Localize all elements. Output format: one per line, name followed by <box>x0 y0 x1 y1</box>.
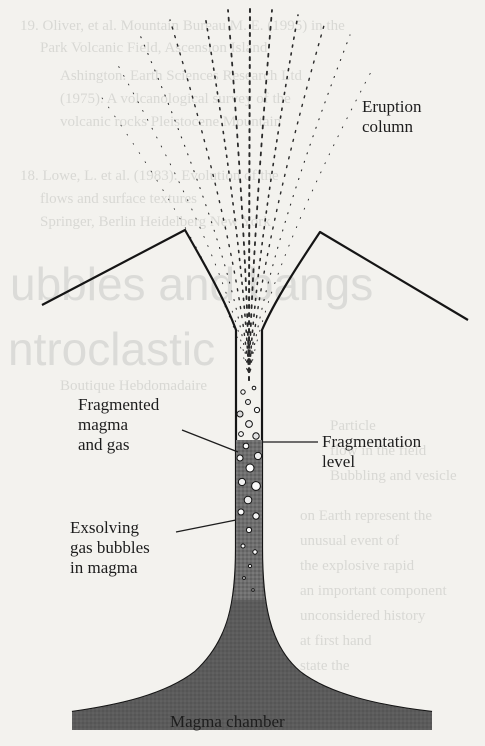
fragmented-label-line1: Fragmented <box>78 395 160 414</box>
fragmented-label-line3: and gas <box>78 435 129 454</box>
svg-text:flows and surface textures: flows and surface textures <box>40 191 197 207</box>
svg-text:ubbles and bangs: ubbles and bangs <box>10 258 373 310</box>
exsolving-label-line3: in magma <box>70 558 138 577</box>
fragmentation-label-line1: Fragmentation <box>322 432 422 451</box>
svg-text:Boutique Hebdomadaire: Boutique Hebdomadaire <box>60 378 207 394</box>
svg-text:on Earth represent the: on Earth represent the <box>300 508 432 524</box>
fragmented-magma-label: Fragmented magma and gas <box>78 395 163 454</box>
exsolving-label-line2: gas bubbles <box>70 538 150 557</box>
svg-text:Park Volcanic Field, Ascension: Park Volcanic Field, Ascension Island <box>40 40 268 56</box>
eruption-label-line1: Eruption <box>362 97 422 116</box>
magma-chamber-label: Magma chamber <box>170 712 285 731</box>
fragmentation-label-line2: level <box>322 452 355 471</box>
svg-text:unconsidered history: unconsidered history <box>300 608 426 624</box>
fragmented-label-line2: magma <box>78 415 128 434</box>
svg-text:unusual event of: unusual event of <box>300 533 399 549</box>
svg-text:ntroclastic: ntroclastic <box>8 323 215 375</box>
svg-text:19. Oliver, et al. Mountain Bu: 19. Oliver, et al. Mountain Bureau M. E.… <box>20 18 345 34</box>
svg-text:(1975). A volcanological surve: (1975). A volcanological survey of the <box>60 91 291 107</box>
svg-text:the explosive rapid: the explosive rapid <box>300 558 415 574</box>
svg-text:state the: state the <box>300 658 350 674</box>
eruption-label-line2: column <box>362 117 413 136</box>
svg-text:an important component: an important component <box>300 583 447 599</box>
exsolving-bubbles-label: Exsolving gas bubbles in magma <box>70 518 154 577</box>
svg-text:at first hand: at first hand <box>300 633 372 649</box>
svg-text:volcanic rocks Pleistocene Mou: volcanic rocks Pleistocene Mountain <box>60 114 282 130</box>
eruption-column-label: Eruption column <box>362 97 426 136</box>
exsolving-label-line1: Exsolving <box>70 518 139 537</box>
